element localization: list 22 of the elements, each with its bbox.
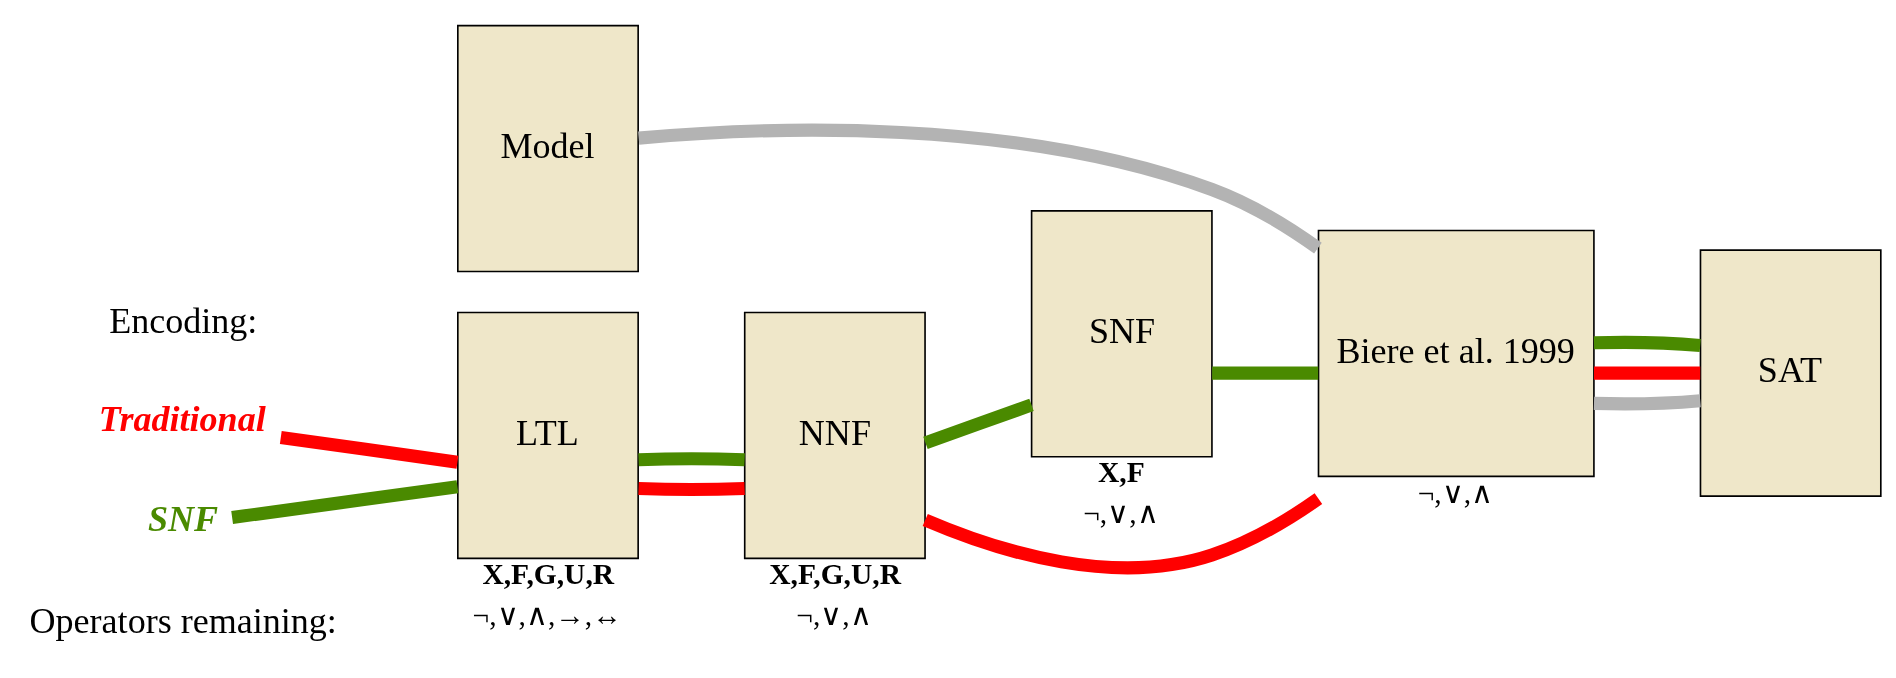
connector bbox=[231, 479, 459, 524]
node-text: Traditional bbox=[98, 398, 266, 439]
connector bbox=[279, 430, 459, 469]
node-label: ¬,∨,∧ bbox=[1083, 496, 1159, 529]
connector bbox=[638, 123, 1322, 254]
connector bbox=[1593, 335, 1701, 352]
node-label: ¬,∨,∧,→,↔ bbox=[472, 598, 622, 631]
node-label: ¬,∨,∧ bbox=[1417, 476, 1494, 509]
node-label: X,F bbox=[1098, 455, 1145, 488]
connector bbox=[922, 492, 1323, 574]
label: Encoding: bbox=[109, 300, 258, 341]
label: Operators remaining: bbox=[29, 600, 337, 641]
node-label: X,F,G,U,R bbox=[769, 557, 901, 590]
connector bbox=[1594, 366, 1701, 380]
node-label: ¬,∨,∧ bbox=[796, 598, 872, 631]
node-text: SNF bbox=[147, 498, 219, 539]
connector bbox=[638, 481, 745, 496]
connector bbox=[1593, 393, 1701, 410]
connector bbox=[1212, 366, 1319, 380]
connector bbox=[923, 398, 1034, 449]
node-label: X,F,G,U,R bbox=[482, 557, 615, 590]
connector bbox=[638, 451, 745, 466]
